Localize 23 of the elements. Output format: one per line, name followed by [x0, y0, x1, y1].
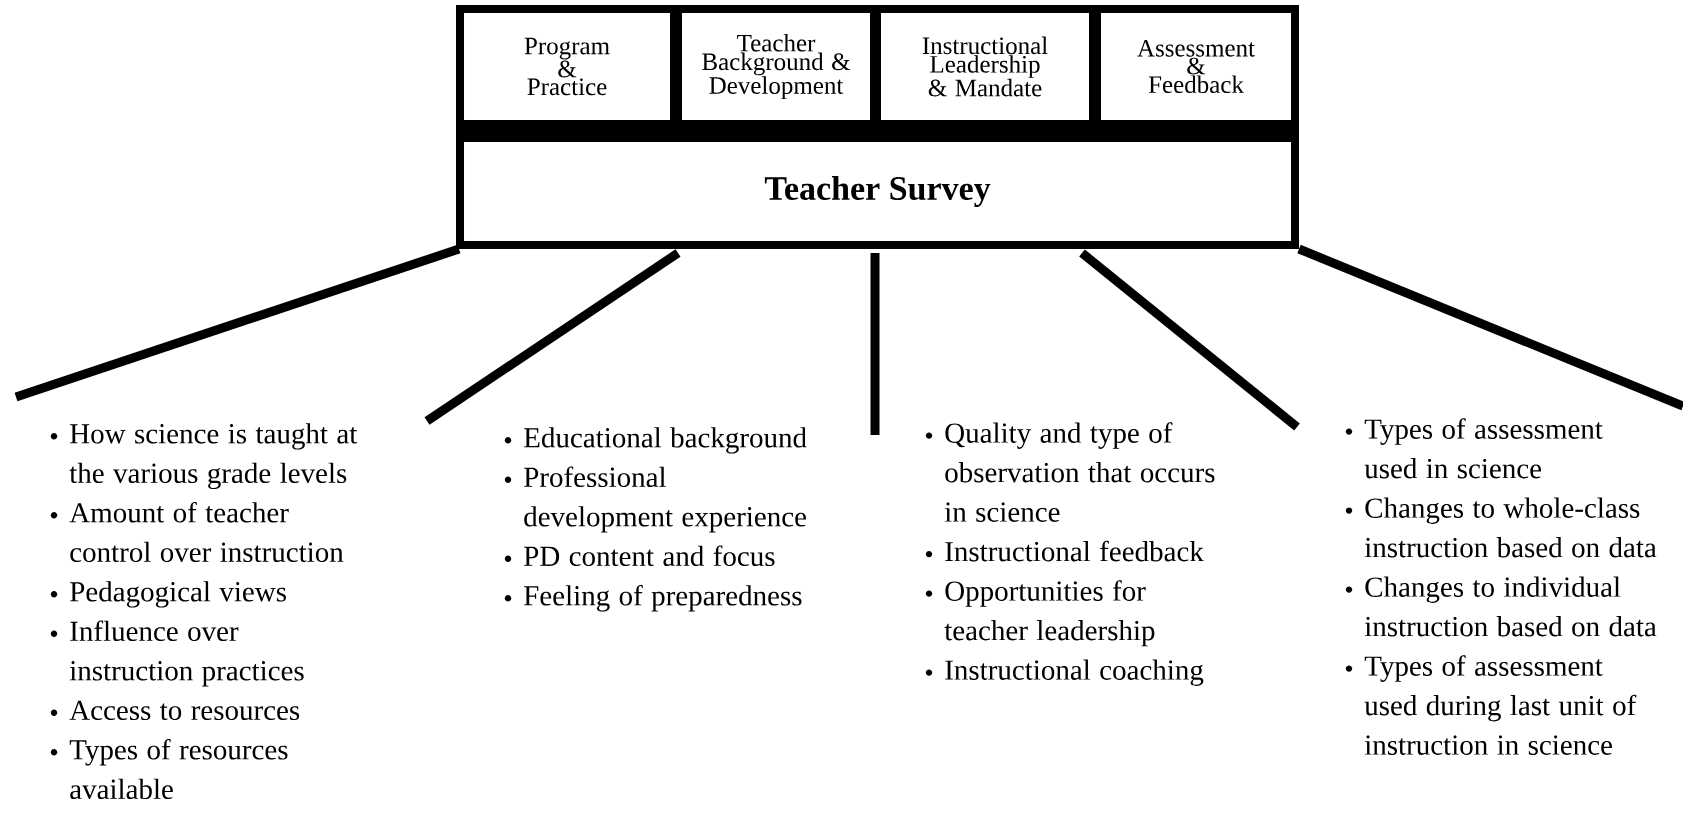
list-item: Quality and type of observation that occurs in science — [944, 422, 1215, 522]
list-item: Types of resources available — [69, 738, 288, 800]
list-item: Opportunities for teacher leadership — [944, 580, 1155, 647]
list-item: Educational background — [524, 427, 807, 454]
list-item: Instructional coaching — [945, 659, 1204, 686]
list-item: Amount of teacher control over instruction — [69, 501, 344, 563]
list-item: Changes to whole-class instruction based on data — [1364, 497, 1657, 558]
list-item: Professional development experience — [524, 466, 806, 533]
list-item: Pedagogical views — [70, 581, 286, 608]
list-item: Types of assessment used in science — [1364, 418, 1603, 479]
list-item: Types of assessment used during last unit of instruction in science — [1364, 655, 1637, 755]
list-item: Instructional feedback — [945, 540, 1204, 562]
list-item: PD content and focus — [524, 545, 775, 567]
list-item: Changes to individual instruction based on data — [1364, 576, 1657, 637]
list-item: How science is taught at the various grade levels — [69, 423, 358, 490]
category-cell: Instructional Leadership & Mandate — [881, 13, 1089, 120]
list-item: Feeling of preparedness — [524, 584, 802, 612]
list-item: Influence over instruction practices — [69, 620, 304, 687]
category-cell: Teacher Background & Development — [682, 13, 870, 120]
category-cell: Program & Practice — [464, 13, 670, 120]
title-box: Teacher Survey — [464, 142, 1291, 241]
list-item: Access to resources — [69, 700, 300, 721]
category-cell: Assessment & Feedback — [1101, 13, 1291, 120]
